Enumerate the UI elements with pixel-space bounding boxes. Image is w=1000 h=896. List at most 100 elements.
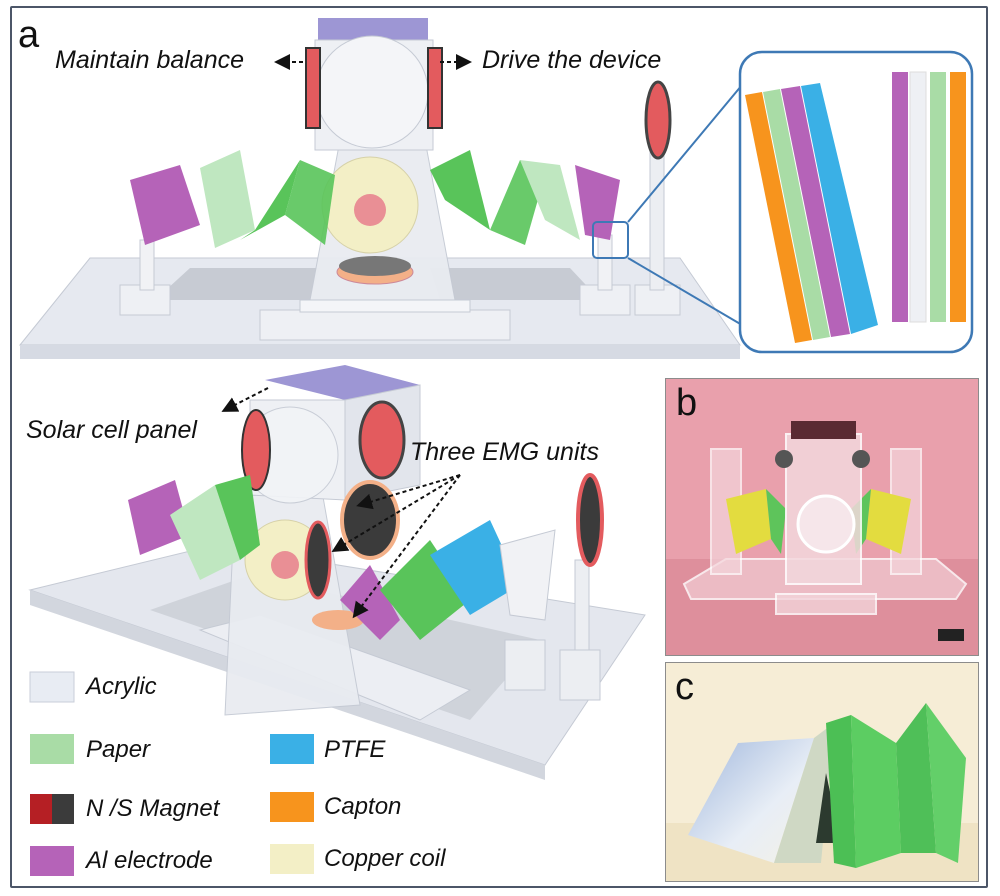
perspective-left-al-plate [128, 480, 190, 555]
label-maintain-balance: Maintain balance [55, 46, 245, 74]
left-al-electrode-plate [130, 165, 200, 245]
photo-b-right-yellow-fold [866, 489, 911, 554]
legend-swatch-magnet-s [52, 794, 74, 824]
label-drive-the-device: Drive the device [482, 46, 662, 74]
rotor-disk [315, 35, 429, 149]
panel-label-c: c [675, 666, 694, 708]
arrow-emg-unit-2 [331, 474, 461, 553]
rear-post [574, 559, 590, 661]
photo-b [665, 378, 979, 656]
perspective-coil-magnet [304, 520, 332, 600]
photo-c-drawing [666, 663, 978, 881]
rear-post-2-base [504, 639, 546, 691]
vertical-strip-orange [950, 72, 966, 322]
right-al-electrode-plate [575, 165, 620, 240]
coil-core-magnet [354, 194, 386, 226]
tilted-strip-orange [745, 92, 812, 343]
layer-stack-inset [738, 50, 974, 354]
photo-b-left-yellow-fold [726, 489, 771, 554]
photo-c-green-panel-1 [826, 715, 856, 868]
rear-post-base [559, 649, 601, 701]
legend-label-magnet: N /S Magnet [86, 795, 220, 822]
legend-swatch-paper [30, 734, 74, 764]
legend-label-ptfe: PTFE [324, 736, 386, 763]
legend-label-al-electrode: Al electrode [86, 847, 213, 874]
photo-b-wheel [796, 494, 856, 554]
middle-magnet-unit [340, 480, 400, 560]
photo-b-handle [775, 593, 877, 615]
photo-b-drawing [666, 379, 978, 655]
photo-c-green-panel-4 [926, 703, 966, 863]
right-post [597, 234, 613, 291]
perspective-right-white-plate [499, 529, 556, 621]
perspective-right-fold-2 [380, 540, 470, 640]
legend-swatch-magnet-n [30, 794, 52, 824]
left-post [139, 239, 155, 291]
arrow-emg-unit-3 [352, 474, 461, 619]
base-inner-panel-right [430, 268, 600, 300]
front-view-device [18, 18, 743, 359]
vertical-strip-purple [892, 72, 908, 322]
far-right-post [649, 149, 665, 291]
legend-swatch-ptfe [270, 734, 314, 764]
left-paper-fold-2 [240, 160, 300, 240]
inset-marker [592, 221, 629, 259]
perspective-right-fold-3 [430, 520, 520, 615]
photo-b-left-magnet [775, 450, 793, 468]
perspective-right-fold-1 [340, 565, 400, 640]
acrylic-base-edge [20, 345, 740, 359]
base-inner-panel-left [155, 268, 320, 300]
tilted-strip-purple [781, 86, 850, 337]
photo-c-green-panel-3 [896, 703, 936, 853]
left-paper-fold-1 [200, 150, 255, 248]
perspective-magnet-side [358, 400, 406, 480]
perspective-view-device [28, 365, 646, 780]
photo-c-green-panel-2 [851, 715, 901, 868]
perspective-left-fold-2 [215, 475, 260, 560]
legend-swatches [29, 671, 314, 876]
far-right-magnet-disk [644, 80, 672, 160]
legend-swatch-copper-coil [270, 844, 314, 874]
bottom-coil-top [339, 256, 411, 276]
center-pedestal [259, 309, 511, 341]
tilted-strip-blue [801, 83, 878, 334]
panel-label-a: a [18, 14, 40, 56]
tilted-strip-green [763, 89, 830, 340]
inset-connector-top [627, 84, 743, 223]
left-paper-fold-3 [285, 160, 335, 245]
photo-b-solar-cell [791, 421, 856, 439]
center-pedestal-top [299, 299, 471, 313]
legend-swatch-acrylic [29, 671, 75, 703]
perspective-solar-panel [265, 365, 420, 400]
arrow-emg-unit-1 [356, 474, 461, 510]
perspective-coil-core [271, 551, 299, 579]
perspective-magnet-front [241, 409, 271, 491]
left-magnet [305, 47, 321, 129]
legend-swatch-capton [270, 792, 314, 822]
photo-c-white-panel [688, 738, 814, 863]
legend-label-acrylic: Acrylic [86, 673, 157, 700]
perspective-left-fold-1 [170, 485, 240, 580]
right-paper-fold-1 [430, 150, 490, 230]
legend-label-copper-coil: Copper coil [324, 845, 446, 872]
right-magnet [427, 47, 443, 129]
bottom-emg-coil [312, 610, 364, 630]
annotation-arrows [221, 54, 472, 619]
photo-b-left-green-edge [766, 489, 786, 554]
solar-panel-top [318, 18, 428, 40]
right-paper-fold-3 [520, 160, 580, 240]
inset-connector-bottom [627, 257, 743, 326]
label-three-emg-units: Three EMG units [410, 438, 599, 466]
legend-swatch-al-electrode [30, 846, 74, 876]
legend-label-capton: Capton [324, 793, 402, 820]
vertical-strip-green [930, 72, 946, 322]
photo-b-right-magnet [852, 450, 870, 468]
photo-b-scale-bar [938, 629, 964, 641]
arrow-solar-panel [221, 387, 269, 412]
legend-label-paper: Paper [86, 736, 151, 763]
photo-c [665, 662, 979, 882]
panel-label-b: b [676, 382, 698, 424]
label-solar-cell-panel: Solar cell panel [26, 416, 197, 444]
